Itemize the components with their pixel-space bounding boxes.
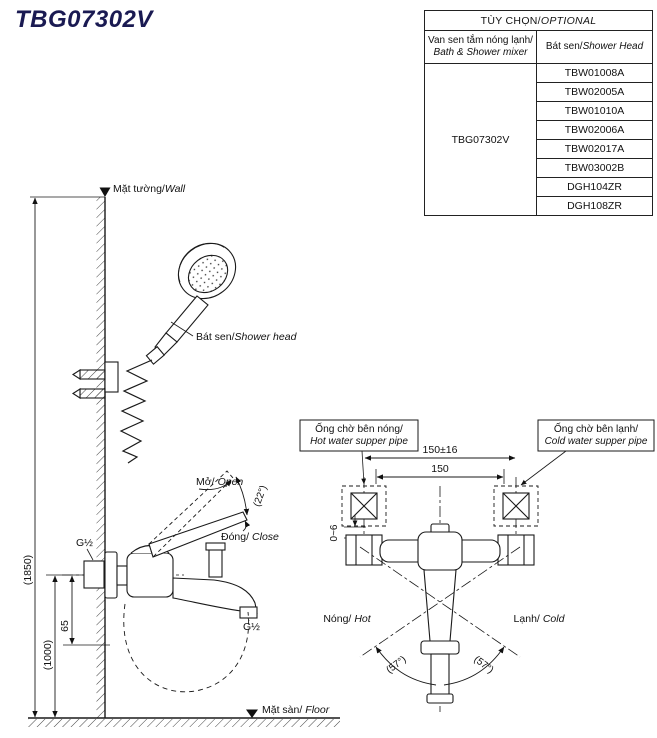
cold-supply-pipe [493,485,539,527]
mixer-column-header: Van sen tắm nóng lạnh/Bath & Shower mixe… [424,30,537,64]
angle-arc-right [443,646,505,686]
valve-housing [417,531,463,571]
open-label-en: Open [218,476,244,488]
wall-supply-elbow [83,560,105,589]
anchor-screw-top [79,369,106,380]
shower-head-code: TBW03002B [535,158,654,178]
angle-57-left-label: (57°) [384,654,408,676]
wall-datum-marker [99,187,111,197]
cold-label-vi: Lạnh/ [514,613,540,625]
dim-150-label: 150 [431,463,449,475]
lever-open-dashed [148,470,234,558]
table-header-row: TÙY CHỌN/OPTIONAL [423,10,654,31]
shower-head-label: Bát sen/Shower head [196,331,298,343]
hot-supply-pipe [341,485,387,527]
cold-pipe-label-vi: Ống chờ bên lạnh/ [554,421,638,435]
table-title-cell: TÙY CHỌN/OPTIONAL [423,10,654,31]
close-label-en: Close [252,531,279,543]
table-row: TBW02005A [425,82,654,102]
open-angle-arc [235,476,250,516]
angle-arc-left [375,646,437,686]
mixer-body-front [345,523,535,704]
shower-head-code: TBW01008A [535,63,654,83]
shower-head-code: DGH108ZR [535,196,654,216]
shower-head-code: TBW01010A [535,101,654,121]
spout-front [423,569,457,642]
hot-label: Nóng/Hot [323,613,371,625]
shower-head-code: TBW02005A [535,82,654,102]
mixer-body-side [104,470,258,619]
floor-label: Mặt sàn/Floor [262,704,330,716]
close-label: Đóng/Close [221,531,279,543]
shower-head-label-en: Shower head [235,331,298,343]
open-label-vi: Mở/ [196,476,215,488]
table-title-vi: TÙY CHỌN/ [480,14,541,27]
cold-pipe-label-en: Cold water supper pipe [545,436,648,447]
shower-head-assembly [71,242,237,464]
floor-datum-marker [246,709,258,718]
wall-bracket [104,361,119,393]
floor-label-en: Floor [305,704,329,716]
hot-label-vi: Nóng/ [323,613,351,625]
hot-pipe-callout-box [299,419,419,452]
table-title-en: OPTIONAL [540,14,597,27]
wall-label-en: Wall [165,183,186,195]
model-title: TBG07302V [15,6,153,33]
open-arrow [198,479,232,491]
shower-col-en: Shower Head [582,40,644,52]
handle-travel-line-left [359,546,521,658]
g-half-wall-label: G½ [76,537,93,549]
cold-label-en: Cold [543,613,566,625]
hot-pipe-leader [361,450,367,485]
cold-pipe-callout-box [537,419,655,452]
hot-pipe-label-en: Hot water supper pipe [310,436,408,447]
handle-travel-line-right [359,546,521,658]
g-half-spout-label: G½ [243,621,260,633]
table-row: TBW01010A [425,101,654,121]
diverter-knob [208,548,223,578]
table-row: TBW03002B [425,158,654,178]
dim-65-label: 65 [59,620,71,632]
wall-label-vi: Mặt tường/ [113,183,165,195]
cold-label: Lạnh/Cold [514,613,566,625]
dim-150-16-label: 150±16 [423,444,458,456]
hose-loop-dashed [123,603,250,693]
angle-57-right-label: (57°) [471,654,495,676]
wall-label: Mặt tường/Wall [113,183,186,195]
anchor-screw-bottom [79,388,106,399]
table-subheader-row: Van sen tắm nóng lạnh/Bath & Shower mixe… [424,30,654,64]
mixer-col-vi: Van sen tắm nóng lạnh/ [428,34,533,46]
dim-1000-label: (1000) [42,640,54,670]
close-arrow [242,520,251,532]
options-table: TÙY CHỌN/OPTIONAL Van sen tắm nóng lạnh/… [423,10,654,216]
open-label: Mở/Open [196,476,243,488]
mixer-col-en: Bath & Shower mixer [433,47,528,58]
hot-pipe-label-vi: Ống chờ bên nóng/ [315,421,403,435]
floor-hatching [28,719,340,727]
side-view: Mặt tường/Wall (1850) (1000) 65 G½ [22,183,340,727]
table-row: DGH104ZR [425,177,654,197]
cold-pipe-leader [520,450,567,486]
front-view: Ống chờ bên nóng/ Hot water supper pipe … [299,419,655,712]
wall-hatching [96,197,105,718]
angle-22-label: (22°) [252,484,270,508]
shower-col-vi: Bát sen/ [545,40,583,52]
shower-head-code: DGH104ZR [535,177,654,197]
close-label-vi: Đóng/ [221,531,249,543]
shower-head-label-vi: Bát sen/ [196,331,235,343]
hose-nut [145,345,165,365]
hot-label-en: Hot [354,613,371,625]
dim-1850-label: (1850) [22,555,34,585]
dim-0-6-label: 0~6 [329,524,340,541]
floor-label-vi: Mặt sàn/ [262,704,302,716]
shower-hose-coil [119,359,153,464]
shower-spray-nozzles [187,254,229,294]
table-row: DGH108ZR [425,196,654,216]
